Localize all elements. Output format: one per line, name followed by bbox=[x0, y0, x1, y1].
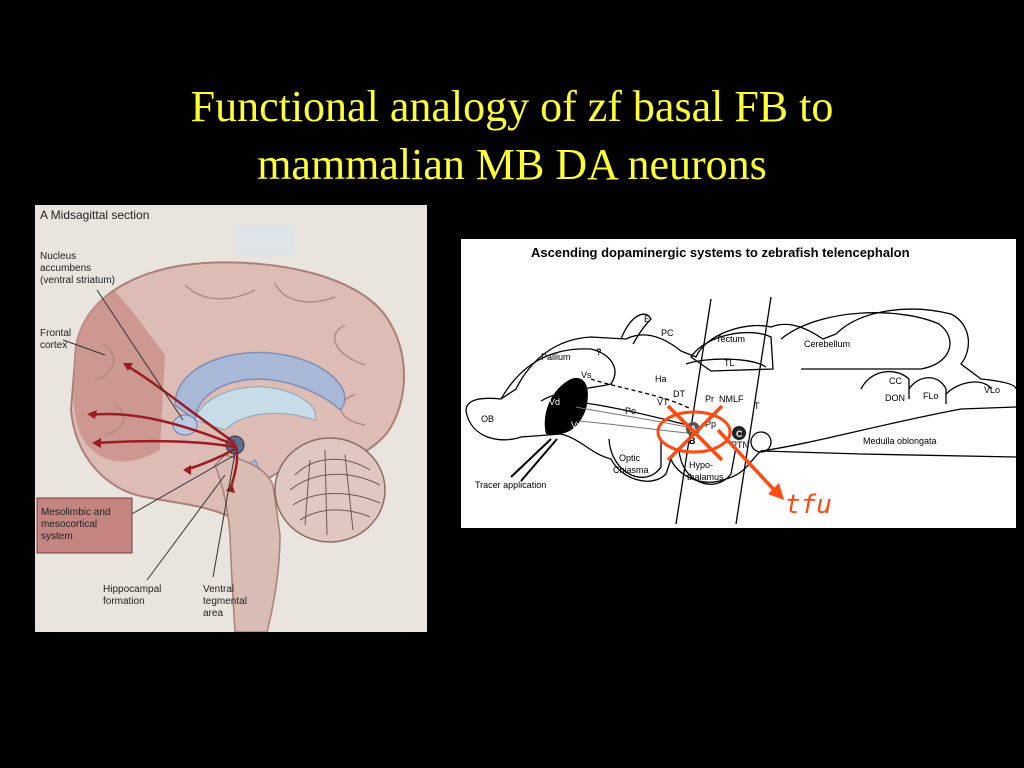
cerebellum bbox=[274, 437, 386, 543]
dopamine-pathways bbox=[89, 363, 239, 491]
label-Ha: Ha bbox=[655, 374, 667, 384]
label-nucleus-1: Nucleus bbox=[40, 251, 76, 262]
label-Medulla: Medulla oblongata bbox=[863, 436, 937, 446]
tfu-annotation: tfu bbox=[785, 490, 832, 520]
zebrafish-brain-figure: Ascending dopaminergic systems to zebraf… bbox=[461, 239, 1016, 528]
label-vta-3: area bbox=[203, 608, 223, 619]
background-patch bbox=[235, 225, 295, 255]
label-Pallium: Pallium bbox=[541, 352, 571, 362]
label-frontal-2: cortex bbox=[40, 340, 67, 351]
label-Pr: Pr bbox=[705, 394, 714, 404]
label-vta-1: Ventral bbox=[203, 584, 234, 595]
label-hippocampal-1: Hippocampal bbox=[103, 584, 161, 595]
label-CC: CC bbox=[889, 376, 902, 386]
label-A: A bbox=[690, 424, 697, 434]
label-NMLF: NMLF bbox=[719, 394, 744, 404]
mesolimbic-label-box bbox=[36, 497, 133, 554]
label-mesolimbic-2: mesocortical bbox=[41, 519, 97, 530]
label-Tectum: Tectum bbox=[716, 334, 745, 344]
label-Vd: Vd bbox=[549, 397, 560, 407]
brainstem bbox=[214, 454, 281, 632]
label-Hypo2: thalamus bbox=[687, 472, 724, 482]
label-vta-2: tegmental bbox=[203, 596, 247, 607]
label-Optic1: Optic bbox=[619, 453, 641, 463]
label-E: E bbox=[644, 314, 650, 324]
lateral-ventricle bbox=[194, 386, 317, 431]
label-TL: TL bbox=[724, 358, 735, 368]
label-mesolimbic-3: system bbox=[41, 531, 73, 542]
label-nucleus-2: accumbens bbox=[40, 263, 91, 274]
label-Vs: Vs bbox=[581, 370, 592, 380]
corpus-callosum bbox=[174, 351, 346, 422]
human-brain-figure: A Midsagittal section Nucleus accumbens … bbox=[35, 205, 427, 632]
frontal-cortex-region bbox=[73, 291, 165, 462]
human-brain-diagram: A Midsagittal section Nucleus accumbens … bbox=[35, 205, 427, 632]
slide-title: Functional analogy of zf basal FB to mam… bbox=[0, 78, 1024, 194]
label-DON: DON bbox=[885, 393, 905, 403]
label-B: B bbox=[689, 436, 696, 446]
label-Po: Po bbox=[625, 406, 636, 416]
label-Cerebellum: Cerebellum bbox=[804, 339, 850, 349]
leader-lines bbox=[62, 289, 236, 581]
title-line-1: Functional analogy of zf basal FB to bbox=[190, 82, 834, 131]
panel-label: A Midsagittal section bbox=[40, 208, 149, 222]
label-Hypo1: Hypo- bbox=[689, 460, 713, 470]
label-hippocampal-2: formation bbox=[103, 596, 145, 607]
label-VT: VT bbox=[657, 397, 669, 407]
tracer-needle bbox=[510, 438, 558, 482]
label-Vv: Vv bbox=[571, 420, 582, 430]
label-C: C bbox=[736, 429, 743, 439]
label-question: ? bbox=[596, 347, 602, 357]
label-nucleus-3: (ventral striatum) bbox=[40, 275, 115, 286]
gyri-lines bbox=[94, 282, 366, 436]
label-VLo: VLo bbox=[984, 385, 1000, 395]
label-DT: DT bbox=[673, 389, 685, 399]
label-PC: PC bbox=[661, 328, 674, 338]
tracer-region bbox=[544, 378, 588, 435]
label-Pp: Pp bbox=[705, 419, 716, 429]
label-Tracer: Tracer application bbox=[475, 480, 546, 490]
title-line-2: mammalian MB DA neurons bbox=[257, 140, 767, 189]
label-frontal-1: Frontal bbox=[40, 328, 71, 339]
label-OB: OB bbox=[481, 414, 494, 424]
label-Optic2: Chiasma bbox=[613, 465, 649, 475]
zebrafish-brain-diagram: Ascending dopaminergic systems to zebraf… bbox=[465, 245, 1016, 525]
figure-title: Ascending dopaminergic systems to zebraf… bbox=[531, 245, 910, 260]
label-mesolimbic-1: Mesolimbic and bbox=[41, 507, 110, 518]
label-PTN: PTN bbox=[731, 440, 749, 450]
label-FLo: FLo bbox=[923, 391, 939, 401]
label-T: T bbox=[754, 401, 760, 411]
